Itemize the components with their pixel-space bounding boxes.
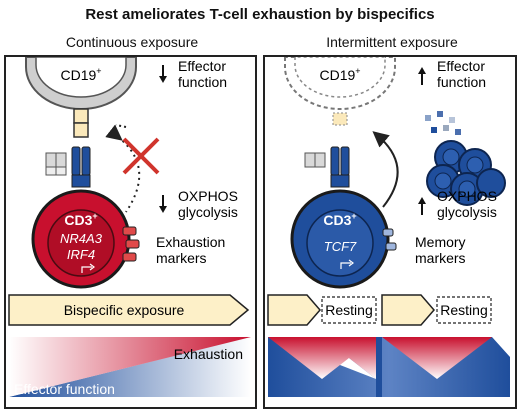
exposure-pulse-1: [267, 294, 321, 326]
cd3-receptor-r-right: [340, 146, 350, 176]
svg-text:CD19+: CD19+: [319, 66, 360, 83]
cd3-receptor-base: [71, 174, 91, 188]
exhaustion-effector-bar: Exhaustion Effector function: [9, 335, 251, 397]
apoptotic-cell-cluster-icon: [426, 140, 506, 206]
cd19-sup-right: +: [355, 66, 360, 76]
metabolism-up-annotation: OXPHOS glycolysis: [418, 188, 497, 220]
cd3-label: CD3: [64, 212, 92, 228]
gene-irf4: IRF4: [67, 247, 95, 262]
effector-bar-label: Effector function: [14, 381, 115, 397]
cd3-label-right: CD3: [323, 212, 351, 228]
feedback-arrow-tail: [115, 124, 127, 128]
cd19-antigen-bottom: [73, 122, 89, 138]
cd3-receptor-left: [71, 146, 81, 176]
oxphos-label-right: OXPHOS: [437, 188, 497, 204]
metabolism-down-annotation: OXPHOS glycolysis: [159, 188, 238, 220]
cd19-cell-lysed: CD19+: [284, 56, 396, 110]
effector-down-annotation: Effector function: [159, 58, 227, 90]
cd3-sup-right: +: [351, 211, 356, 221]
left-panel-subtitle: Continuous exposure: [65, 34, 199, 50]
intermittent-panel: CD19+: [263, 55, 517, 409]
transcription-arrow-icon: [81, 266, 92, 273]
bispecific-segment-1: [45, 152, 57, 168]
bispecific-segment-3: [45, 166, 57, 176]
cd3-sup: +: [92, 211, 97, 221]
continuous-panel: CD19+: [4, 55, 257, 409]
intermittent-exhaustion-bar: [268, 337, 510, 397]
exposure-pulse-2: [381, 294, 435, 326]
continuous-panel-art: CD19+: [8, 56, 251, 397]
glycolysis-label-right: glycolysis: [437, 204, 497, 220]
inhibition-cross-icon: [122, 137, 160, 175]
effector-label-right-1: Effector: [437, 58, 485, 74]
exhaustion-markers-label-2: markers: [156, 250, 207, 266]
resting-box-2: [436, 296, 492, 324]
bispecific-segment-4: [55, 166, 67, 176]
memory-t-cell: CD3+ TCF7: [290, 189, 397, 289]
resting-label-1: Resting: [325, 302, 372, 318]
cd19-label-right: CD19: [319, 67, 355, 83]
cd3-receptor-right: [81, 146, 91, 176]
cd19-cell: CD19+: [25, 56, 137, 110]
gene-nr4a3: NR4A3: [60, 231, 103, 246]
memory-markers-label-1: Memory: [415, 234, 466, 250]
bispecific-exposure-label: Bispecific exposure: [64, 302, 185, 318]
cd19-antigen-top: [73, 108, 89, 124]
transcription-arrow-icon-right: [340, 262, 351, 269]
cd19-label: CD19: [60, 67, 96, 83]
exhaustion-bar-label: Exhaustion: [174, 346, 243, 362]
cytotoxic-granules-icon: [425, 111, 461, 135]
effector-up-annotation: Effector function: [418, 58, 486, 90]
memory-markers-label-2: markers: [415, 250, 466, 266]
bispecific-segment-2: [55, 152, 67, 168]
svg-text:CD3+: CD3+: [323, 211, 356, 228]
exhaustion-markers-label-1: Exhaustion: [156, 234, 225, 250]
cytotoxic-arrow: [372, 131, 399, 208]
gene-tcf7: TCF7: [324, 239, 357, 254]
svg-text:CD3+: CD3+: [64, 211, 97, 228]
right-panel-subtitle: Intermittent exposure: [326, 34, 458, 50]
exhausted-t-cell: CD3+ NR4A3 IRF4: [31, 189, 140, 289]
cd19-sup: +: [96, 66, 101, 76]
cd19-antigen-fragment: [332, 112, 348, 126]
bispecific-segment-r2: [314, 152, 326, 168]
cd3-receptor-r-left: [330, 146, 340, 176]
resting-box-1: [321, 296, 377, 324]
resting-label-2: Resting: [440, 302, 487, 318]
glycolysis-label: glycolysis: [178, 204, 238, 220]
cd3-receptor-r-base: [330, 174, 350, 188]
effector-label-2: function: [178, 74, 227, 90]
bispecific-segment-r1: [304, 152, 316, 168]
svg-text:CD19+: CD19+: [60, 66, 101, 83]
effector-label-1: Effector: [178, 58, 226, 74]
figure-title: Rest ameliorates T-cell exhaustion by bi…: [85, 6, 435, 23]
bispecific-exposure-arrow: [8, 294, 250, 326]
effector-label-right-2: function: [437, 74, 486, 90]
intermittent-panel-art: CD19+: [267, 56, 510, 397]
oxphos-label: OXPHOS: [178, 188, 238, 204]
